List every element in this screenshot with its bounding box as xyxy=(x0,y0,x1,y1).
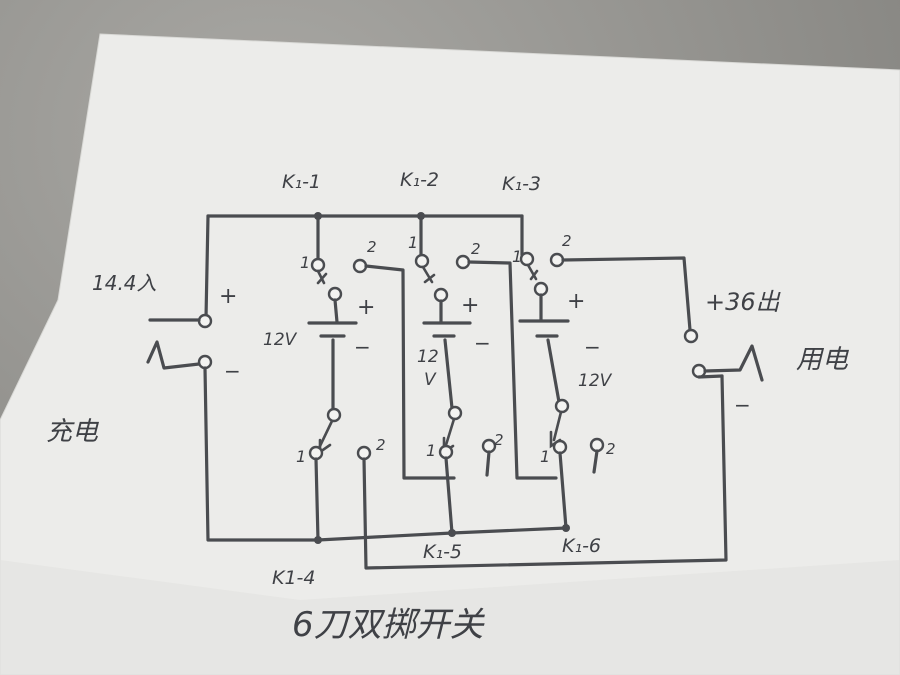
paper-shade xyxy=(0,560,900,675)
label-k1-6: K₁-6 xyxy=(562,535,601,557)
paper-sheet xyxy=(0,33,900,675)
battery-minus-1: − xyxy=(354,335,371,359)
contact-2-top-b: 2 xyxy=(471,240,481,258)
battery-minus-2: − xyxy=(474,331,491,355)
battery-plus-3: + xyxy=(567,289,585,314)
switch-section-3 xyxy=(518,251,692,532)
label-k1-3: K₁-3 xyxy=(502,173,541,195)
label-k1-2: K₁-2 xyxy=(400,169,439,191)
label-k1-1: K₁-1 xyxy=(282,171,321,193)
battery-label-2a: 12 xyxy=(417,347,439,367)
contact-2-top-a: 2 xyxy=(367,238,377,256)
output-voltage: +36出 xyxy=(705,288,782,316)
label-k1-5: K₁-5 xyxy=(423,541,462,563)
battery-label-2b: V xyxy=(424,370,437,390)
output-label: 用电 xyxy=(796,345,849,375)
contact-2-bottom-c: 2 xyxy=(606,440,616,458)
diagram-caption: 6刀双掷开关 xyxy=(292,605,486,645)
switch-section-1 xyxy=(307,257,728,570)
contact-2-top-c: 2 xyxy=(562,232,572,250)
output-terminals xyxy=(683,328,764,382)
input-voltage: 14.4入 xyxy=(92,271,157,295)
label-k1-4: K1-4 xyxy=(272,567,316,589)
switch-section-2 xyxy=(414,253,558,537)
top-bus xyxy=(204,212,524,320)
contact-2-bottom-b: 2 xyxy=(494,431,504,449)
contact-1-bottom-c: 1 xyxy=(540,447,550,466)
contact-1-bottom-a: 1 xyxy=(296,447,306,466)
contact-1-top-a: 1 xyxy=(300,253,310,272)
battery-minus-3: − xyxy=(584,335,601,359)
output-minus: − xyxy=(734,393,751,417)
input-plus: + xyxy=(219,284,237,309)
contact-2-bottom-a: 2 xyxy=(376,436,386,454)
battery-plus-2: + xyxy=(461,293,479,318)
contact-1-top-b: 1 xyxy=(408,233,418,252)
input-minus: − xyxy=(224,359,241,383)
input-label: 充电 xyxy=(46,417,99,447)
battery-label-3: 12V xyxy=(578,371,613,391)
battery-plus-1: + xyxy=(357,295,375,320)
battery-label-1: 12V xyxy=(263,330,298,350)
contact-1-bottom-b: 1 xyxy=(426,441,436,460)
contact-1-top-c: 1 xyxy=(512,247,522,266)
